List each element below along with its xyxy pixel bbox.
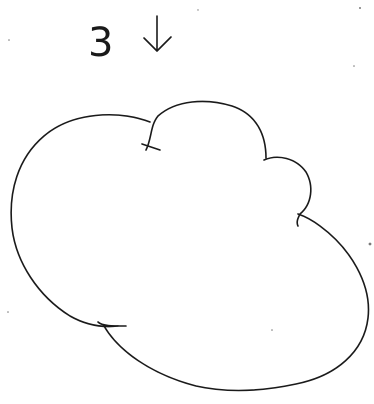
cloud-outline [11,101,368,390]
down-arrow-icon [144,16,171,51]
paper-specks [7,7,371,331]
number-label: 3 [88,20,113,66]
